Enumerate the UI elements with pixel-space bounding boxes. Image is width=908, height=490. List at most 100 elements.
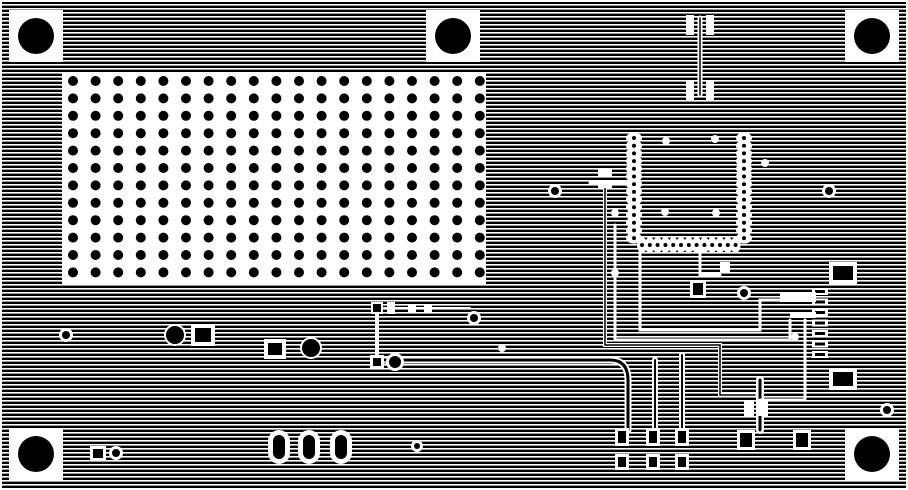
via xyxy=(474,232,485,243)
via xyxy=(294,215,304,226)
via xyxy=(158,267,169,278)
via xyxy=(316,197,327,208)
pin-header-left xyxy=(626,132,642,244)
via xyxy=(181,110,191,121)
via xyxy=(429,232,440,243)
via xyxy=(135,180,146,191)
via xyxy=(113,145,124,156)
via xyxy=(271,232,282,243)
via xyxy=(181,250,191,260)
via xyxy=(68,215,78,226)
via xyxy=(68,163,78,173)
via xyxy=(316,180,327,191)
via xyxy=(135,197,146,208)
traces xyxy=(375,15,807,434)
via xyxy=(452,76,463,86)
via xyxy=(429,93,440,104)
via xyxy=(158,180,169,191)
via xyxy=(135,250,146,260)
power-connector xyxy=(164,324,322,359)
via xyxy=(361,163,372,173)
via xyxy=(712,209,720,217)
via xyxy=(90,250,101,260)
vias xyxy=(59,135,894,452)
via xyxy=(248,76,259,86)
via xyxy=(181,232,191,243)
via xyxy=(226,180,237,191)
via xyxy=(498,344,506,352)
via xyxy=(361,76,372,86)
via xyxy=(158,250,169,260)
via xyxy=(248,180,259,191)
via xyxy=(203,232,214,243)
via xyxy=(294,163,304,173)
via xyxy=(226,145,237,156)
via xyxy=(452,128,463,139)
mounting-holes xyxy=(9,10,899,480)
via xyxy=(271,110,282,121)
via xyxy=(226,232,237,243)
edge-connector xyxy=(780,288,828,358)
via xyxy=(294,128,304,139)
via xyxy=(271,197,282,208)
via xyxy=(429,250,440,260)
via xyxy=(203,250,214,260)
via xyxy=(135,128,146,139)
via xyxy=(452,163,463,173)
via xyxy=(135,145,146,156)
via xyxy=(474,128,485,139)
via xyxy=(429,163,440,173)
via xyxy=(339,250,350,260)
via xyxy=(407,128,417,139)
via xyxy=(226,163,237,173)
via xyxy=(271,250,282,260)
via xyxy=(203,267,214,278)
via xyxy=(68,76,78,86)
via xyxy=(113,215,124,226)
via xyxy=(791,333,799,341)
via xyxy=(384,128,395,139)
via xyxy=(384,215,395,226)
via xyxy=(68,267,78,278)
via xyxy=(339,232,350,243)
via xyxy=(316,215,327,226)
via xyxy=(181,128,191,139)
via xyxy=(248,93,259,104)
via xyxy=(248,215,259,226)
via xyxy=(158,93,169,104)
via xyxy=(158,128,169,139)
via xyxy=(90,267,101,278)
via xyxy=(203,163,214,173)
via xyxy=(271,76,282,86)
via xyxy=(361,180,372,191)
via xyxy=(226,215,237,226)
via xyxy=(384,180,395,191)
via xyxy=(407,250,417,260)
via xyxy=(271,145,282,156)
via xyxy=(294,197,304,208)
via xyxy=(474,250,485,260)
via xyxy=(407,267,417,278)
via xyxy=(90,163,101,173)
via xyxy=(384,232,395,243)
via xyxy=(294,180,304,191)
via xyxy=(226,110,237,121)
via xyxy=(361,110,372,121)
via xyxy=(452,250,463,260)
via xyxy=(158,215,169,226)
via xyxy=(339,128,350,139)
mounting-hole xyxy=(9,10,63,62)
via xyxy=(407,110,417,121)
via xyxy=(248,128,259,139)
via xyxy=(339,163,350,173)
via xyxy=(271,93,282,104)
via xyxy=(452,93,463,104)
via xyxy=(361,215,372,226)
via xyxy=(68,197,78,208)
via xyxy=(339,180,350,191)
via xyxy=(90,180,101,191)
via xyxy=(361,128,372,139)
via xyxy=(90,145,101,156)
via xyxy=(339,93,350,104)
